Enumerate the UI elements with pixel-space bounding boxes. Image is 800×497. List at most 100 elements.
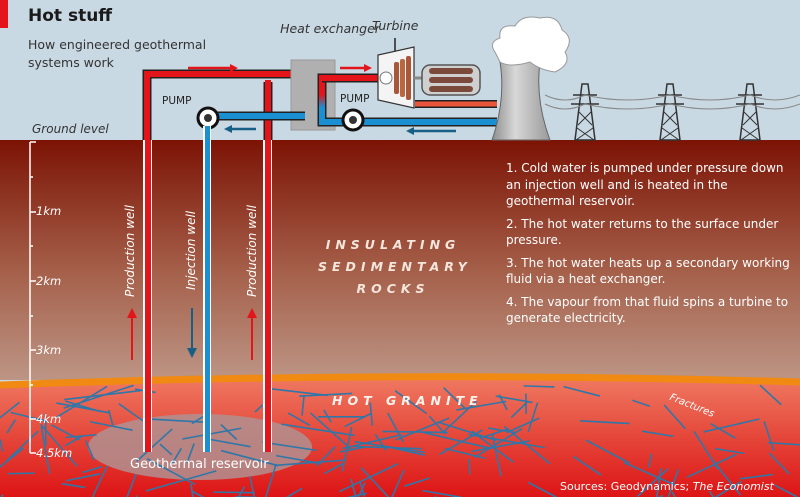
- power-pylons: [544, 83, 800, 141]
- fracture-line: [64, 435, 83, 447]
- fracture-line: [145, 470, 217, 492]
- power-line: [584, 94, 671, 101]
- fracture-line: [56, 385, 108, 419]
- fracture-line: [50, 424, 80, 441]
- fracture-line: [359, 481, 366, 497]
- fracture-line: [249, 476, 256, 497]
- fracture-line: [186, 443, 195, 464]
- step-4: 4. The vapour from that fluid spins a tu…: [506, 294, 789, 326]
- fracture-line: [44, 413, 47, 445]
- power-line: [544, 103, 586, 110]
- fracture-line: [91, 465, 108, 497]
- injection-well-label: Injection well: [184, 210, 198, 290]
- depth-2km: 2km: [36, 274, 62, 288]
- fracture-line: [767, 441, 800, 446]
- fracture-line: [422, 489, 463, 497]
- depth-scale: [29, 141, 36, 454]
- power-line: [669, 103, 751, 110]
- fracture-line: [527, 402, 539, 432]
- fracture-line: [182, 427, 242, 440]
- power-line: [749, 94, 800, 101]
- fracture-line: [714, 480, 742, 497]
- fracture-line: [636, 468, 669, 497]
- fracture-line: [647, 453, 653, 468]
- granite-boundary: [0, 373, 800, 389]
- fractures: [0, 384, 800, 497]
- fracture-line: [265, 463, 277, 497]
- fracture-line: [220, 423, 238, 441]
- fracture-line: [274, 459, 347, 467]
- fracture-line: [309, 412, 354, 452]
- fracture-line: [0, 401, 21, 419]
- fracture-line: [338, 462, 399, 493]
- page-subtitle: How engineered geothermal systems work: [28, 37, 207, 70]
- fracture-line: [491, 433, 502, 477]
- fracture-line: [711, 459, 742, 496]
- rock-line-2: SEDIMENTARY: [318, 259, 472, 274]
- fracture-line: [108, 409, 114, 426]
- fracture-line: [438, 429, 483, 456]
- accent-bar: [0, 0, 8, 28]
- fracture-line: [404, 477, 430, 487]
- geothermal-reservoir-label: Geothermal reservoir: [130, 457, 269, 472]
- wells: [143, 126, 272, 452]
- fracture-line: [264, 387, 328, 397]
- fracture-line: [374, 433, 387, 451]
- fracture-line: [632, 399, 651, 408]
- fracture-line: [149, 418, 205, 423]
- fracture-line: [655, 468, 662, 497]
- fracture-line: [468, 433, 546, 449]
- rock-line-3: ROCKS: [356, 281, 430, 296]
- fracture-line: [763, 421, 775, 451]
- fracture-line: [471, 440, 530, 453]
- sedimentary-layer: [0, 140, 800, 380]
- turbine-icon: [377, 38, 424, 109]
- fracture-line: [287, 412, 311, 427]
- fracture-line: [213, 491, 255, 494]
- steps-list: 1. Cold water is pumped under pressure d…: [506, 160, 796, 333]
- fracture-line: [10, 411, 48, 423]
- fracture-line: [686, 453, 737, 479]
- fracture-line: [527, 481, 558, 497]
- fracture-line: [190, 483, 194, 497]
- fracture-line: [324, 462, 344, 475]
- fracture-line: [739, 473, 773, 480]
- fracture-line: [341, 427, 353, 472]
- fracture-line: [84, 440, 95, 461]
- heat-exchanger-label: Heat exchanger: [280, 21, 380, 36]
- fracture-line: [281, 423, 355, 437]
- fracture-line: [703, 418, 760, 433]
- fracture-line: [301, 395, 305, 416]
- power-line: [669, 94, 751, 101]
- production-well-right-label: Production well: [245, 205, 259, 297]
- power-line: [544, 94, 586, 101]
- fracture-line: [0, 447, 25, 468]
- fracture-line: [523, 385, 555, 388]
- fracture-line: [693, 430, 719, 470]
- power-line: [584, 103, 671, 110]
- fracture-line: [563, 385, 601, 397]
- fracture-line: [623, 461, 676, 486]
- fracture-line: [146, 457, 196, 486]
- fracture-line: [346, 492, 367, 497]
- flow-arrows: [188, 64, 456, 135]
- fracture-line: [82, 465, 103, 474]
- fracture-line: [391, 469, 405, 497]
- production-well-left-label: Production well: [123, 205, 137, 297]
- fracture-line: [275, 454, 322, 465]
- fracture-line: [774, 484, 798, 497]
- fracture-line: [503, 425, 551, 465]
- fracture-line: [422, 431, 492, 450]
- fracture-line: [56, 402, 110, 414]
- fracture-line: [510, 401, 528, 419]
- fracture-line: [641, 430, 674, 438]
- depth-4-5km: 4.5km: [36, 446, 73, 460]
- well-flow-arrows: [127, 308, 257, 360]
- fracture-line: [442, 400, 478, 434]
- fracture-line: [394, 390, 428, 415]
- fracture-line: [667, 468, 680, 497]
- fracture-line: [159, 443, 173, 456]
- fracture-line: [40, 423, 78, 467]
- fracture-line: [715, 447, 745, 455]
